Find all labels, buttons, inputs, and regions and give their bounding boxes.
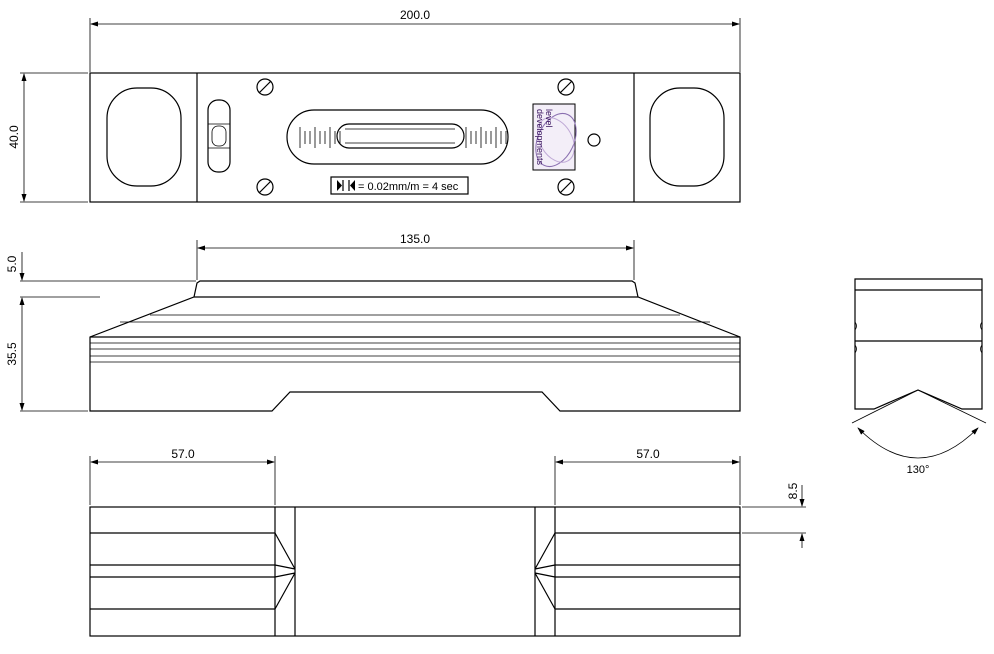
logo-text-developments: developments [535,109,545,166]
angle-arc [857,427,979,459]
sensitivity-plate: = 0.02mm/m = 4 sec [330,176,469,195]
angle-extension [917,389,987,424]
grip-slot-left [106,87,182,187]
bubble-end-icon [337,180,342,191]
cross-vial [207,99,231,173]
sensitivity-label: = 0.02mm/m = 4 sec [358,181,459,193]
screw-icon [557,178,575,196]
overall-length-label: 200.0 [400,8,430,22]
logo-text-level: level [544,109,554,128]
height-label: 40.0 [7,125,21,149]
end-view: 130° [851,278,987,476]
level-body-outline [89,72,741,203]
bubble-end-icon [350,180,355,191]
right-pad-bevel [534,532,556,610]
bottom-view: 57.0 57.0 8.5 [89,447,806,637]
level-developments-logo: level developments [532,103,577,171]
bottom-body-outline [89,506,741,637]
end-view-outline [854,278,983,410]
main-vial [286,109,509,165]
screw-icon [256,78,274,96]
top-view: 200.0 40.0 [7,8,741,203]
angle-extension [851,389,919,424]
vee-angle-label: 130° [907,464,930,476]
right-section-label: 57.0 [636,447,660,461]
top-pad [193,280,639,298]
base-length-label: 135.0 [400,232,430,246]
adjust-hole-icon [587,133,601,147]
screw-icon [256,178,274,196]
body-height-label: 35.5 [5,342,19,366]
side-view: 135.0 5.0 35.5 [5,232,741,412]
grip-slot-right [649,87,725,187]
top-step-label: 5.0 [5,255,19,272]
end-view-groove [854,321,983,354]
groove-label: 8.5 [786,482,800,499]
left-pad-bevel [274,532,296,610]
side-body-outline [89,296,741,412]
left-section-label: 57.0 [171,447,195,461]
screw-icon [557,78,575,96]
